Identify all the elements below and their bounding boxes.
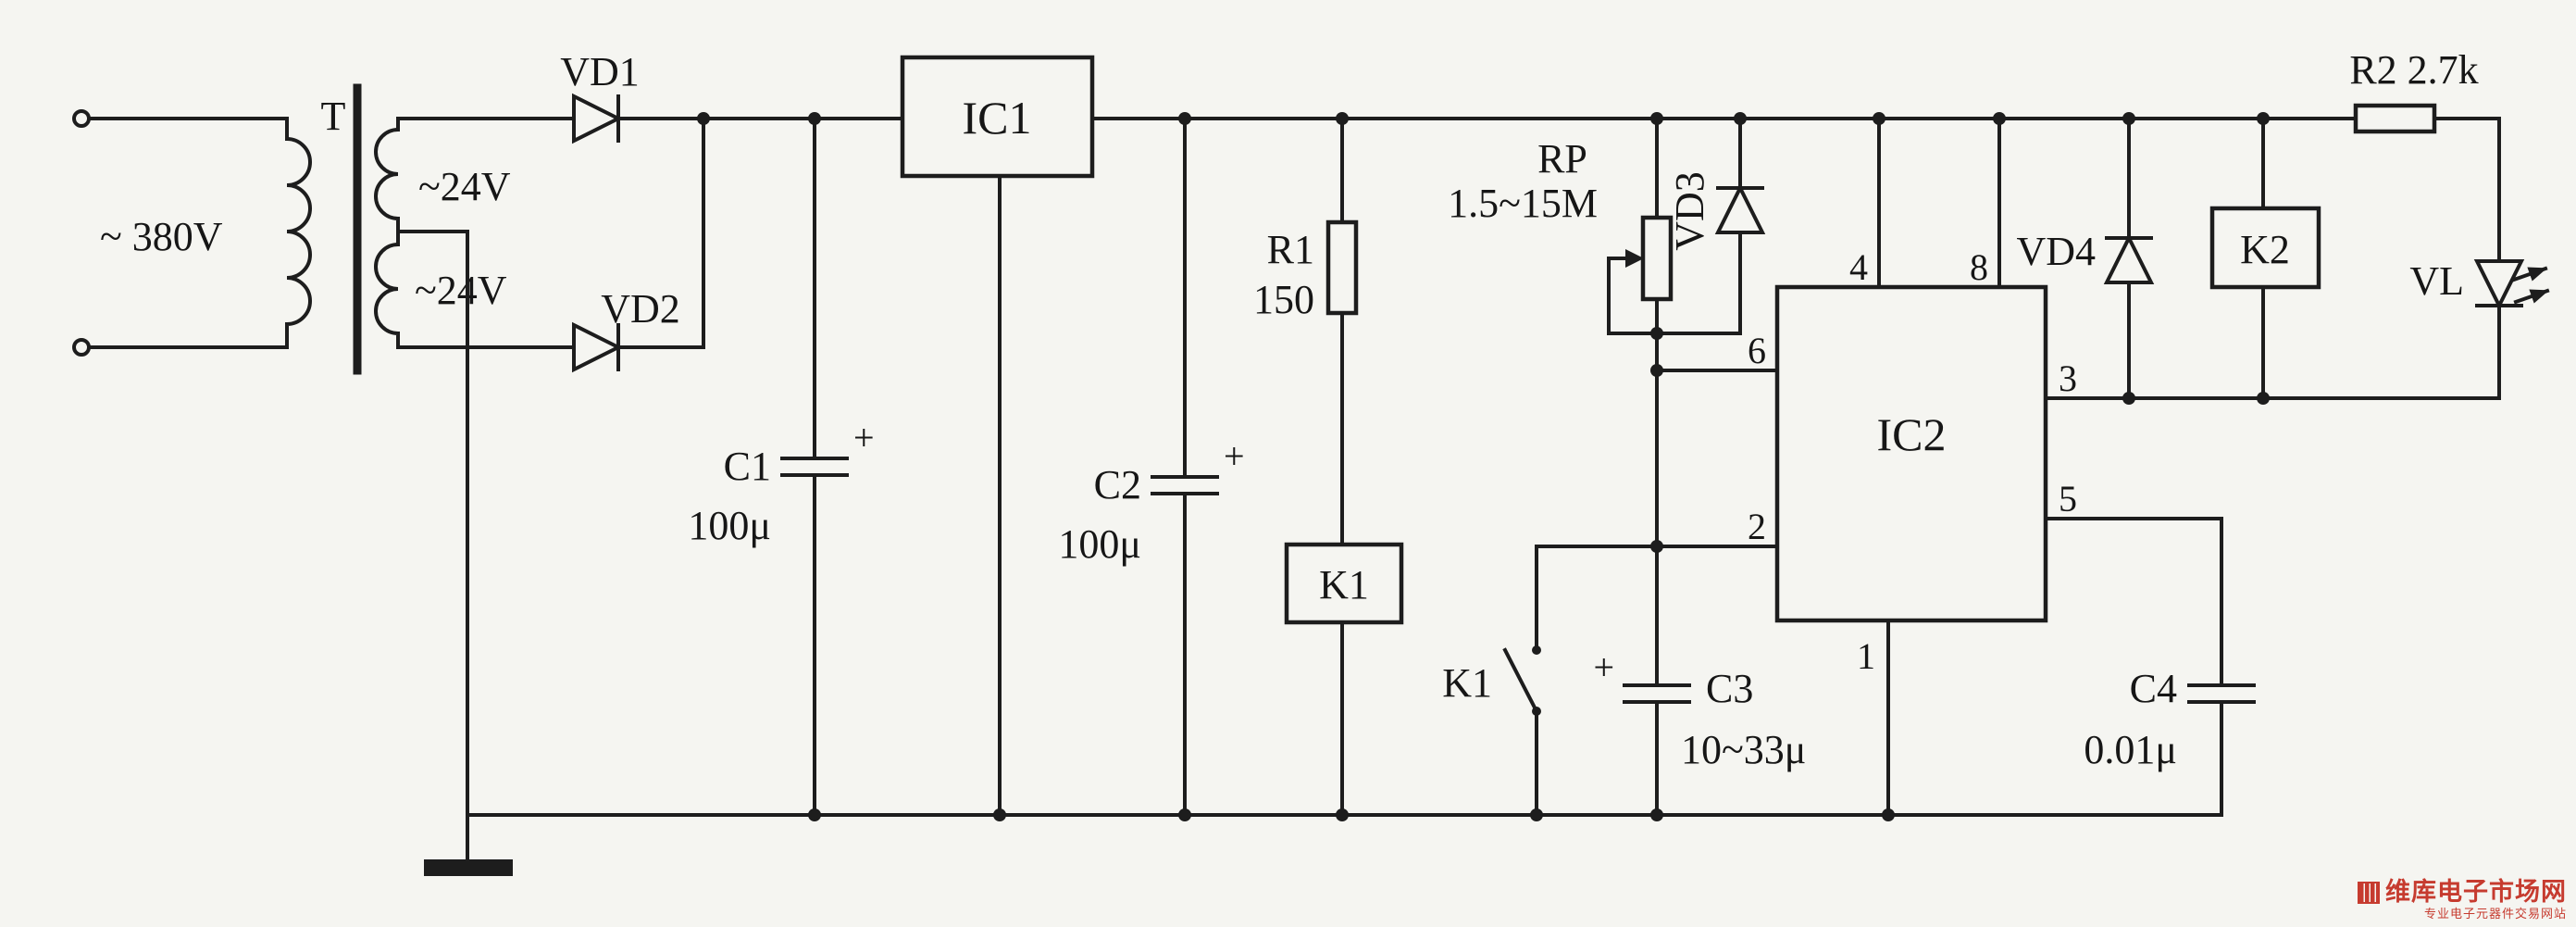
vd2-label: VD2 — [601, 286, 680, 332]
ic1-label: IC1 — [963, 92, 1032, 144]
watermark-logo-icon — [2358, 881, 2380, 904]
junction-dots — [697, 112, 2270, 821]
c1-value-label: 100μ — [688, 503, 771, 548]
ic2-pin4-label: 4 — [1849, 246, 1868, 288]
c1-name-label: C1 — [724, 444, 771, 489]
transformer-label: T — [321, 94, 346, 139]
transformer: T ~24V ~24V — [285, 83, 511, 817]
wire-vd2-up-to-rail — [616, 117, 705, 349]
k2-relay: K2 — [2209, 117, 2321, 400]
vd1-diode-symbol — [572, 93, 623, 144]
vd2-diode-symbol — [572, 321, 623, 373]
input-voltage-label: ~ 380V — [100, 214, 223, 259]
r2-resistor-body — [2353, 103, 2437, 134]
rp-potentiometer: RP 1.5~15M — [1448, 117, 1674, 687]
vl-emission-arrow-1 — [2511, 266, 2548, 282]
c3-value-label: 10~33μ — [1681, 727, 1806, 772]
r1-resistor-body — [1325, 219, 1359, 316]
vd1-label: VD1 — [560, 49, 640, 94]
k2-relay-coil-box — [2209, 206, 2321, 290]
r2-label: R2 2.7k — [2349, 47, 2478, 93]
rp-wiper-wire — [1607, 257, 1659, 335]
c2-value-label: 100μ — [1058, 521, 1141, 567]
c1-plates — [780, 457, 849, 477]
r1-k1-branch: R1 150 K1 — [1253, 117, 1404, 817]
secondary-winding-top — [374, 117, 400, 233]
vd4-diode: VD4 — [2016, 117, 2155, 400]
ground — [424, 813, 513, 876]
ic2-box — [1774, 284, 2048, 623]
c3-plates — [1623, 683, 1691, 704]
ac-input: ~ 380V — [72, 109, 289, 357]
capacitor-c1: C1 100μ + — [688, 117, 875, 817]
secondary-top-voltage-label: ~24V — [418, 164, 511, 209]
ic2-pin6-label: 6 — [1748, 330, 1766, 371]
vd3-diode-symbol — [1714, 183, 1766, 234]
r1-name-label: R1 — [1267, 227, 1314, 272]
watermark: 维库电子市场网 专业电子元器件交易网站 — [2358, 879, 2567, 921]
vl-led: VL — [2409, 258, 2550, 400]
c2-plates — [1151, 475, 1219, 495]
capacitor-c3: + C3 10~33μ — [1593, 646, 1806, 817]
rp-wiper-arrow — [1625, 249, 1644, 268]
k1-relay-coil-label: K1 — [1319, 562, 1369, 608]
vl-emission-arrow-2 — [2513, 288, 2550, 305]
vl-led-symbol — [2473, 259, 2525, 310]
c2-plus-label: + — [1224, 435, 1245, 477]
k2-relay-coil-label: K2 — [2240, 227, 2290, 272]
ic2-pin5-wire — [2044, 517, 2223, 687]
r1-value-label: 150 — [1253, 277, 1314, 322]
capacitor-c4: C4 0.01μ — [2084, 666, 2256, 817]
vd3-bottom-wire — [1655, 231, 1742, 335]
ic2-pin3-label: 3 — [2059, 357, 2077, 399]
ic2-pin8-label: 8 — [1970, 246, 1988, 288]
rp-value-label: 1.5~15M — [1448, 181, 1598, 226]
c3-plus-label: + — [1593, 646, 1614, 688]
input-terminal-bottom — [72, 338, 91, 357]
k1-contact-blade — [1502, 647, 1539, 714]
input-wires — [87, 117, 289, 349]
input-terminal-top — [72, 109, 91, 128]
ic2-pin2-label: 2 — [1748, 506, 1766, 547]
vl-label: VL — [2409, 258, 2464, 304]
k1-contact-switch: K1 — [1442, 545, 1541, 817]
positive-rail — [1090, 117, 2501, 263]
c4-plates — [2187, 683, 2256, 704]
c4-name-label: C4 — [2130, 666, 2177, 711]
rectifier: VD1 VD2 — [396, 49, 904, 373]
capacitor-c2: C2 100μ + — [1058, 117, 1245, 817]
ground-bar — [424, 859, 513, 876]
ic2-pin1-label: 1 — [1857, 635, 1875, 677]
k1-contact-point-top — [1532, 645, 1541, 655]
c2-name-label: C2 — [1094, 462, 1141, 507]
vd4-label: VD4 — [2016, 229, 2096, 274]
vd4-diode-symbol — [2103, 233, 2155, 284]
vd3-label: VD3 — [1667, 171, 1712, 251]
ic2-timer: IC2 4 8 6 2 3 5 1 — [1535, 117, 2501, 817]
c3-name-label: C3 — [1706, 666, 1753, 711]
ic1-regulator: IC1 — [900, 55, 1095, 817]
primary-winding — [285, 117, 312, 349]
ic2-label: IC2 — [1877, 408, 1947, 460]
r2-resistor: R2 2.7k — [2349, 47, 2479, 134]
secondary-winding-bottom — [374, 230, 400, 349]
ic2-pin5-label: 5 — [2059, 478, 2077, 520]
center-tap-wire — [396, 230, 469, 817]
watermark-tagline: 专业电子元器件交易网站 — [2423, 907, 2567, 921]
rp-name-label: RP — [1537, 136, 1587, 182]
k1-contact-label: K1 — [1442, 660, 1492, 706]
c4-value-label: 0.01μ — [2084, 727, 2177, 772]
c1-plus-label: + — [853, 417, 875, 458]
watermark-site-name: 维库电子市场网 — [2385, 878, 2567, 908]
vd3-diode: VD3 — [1655, 117, 1766, 335]
secondary-bottom-voltage-label: ~24V — [415, 268, 507, 313]
